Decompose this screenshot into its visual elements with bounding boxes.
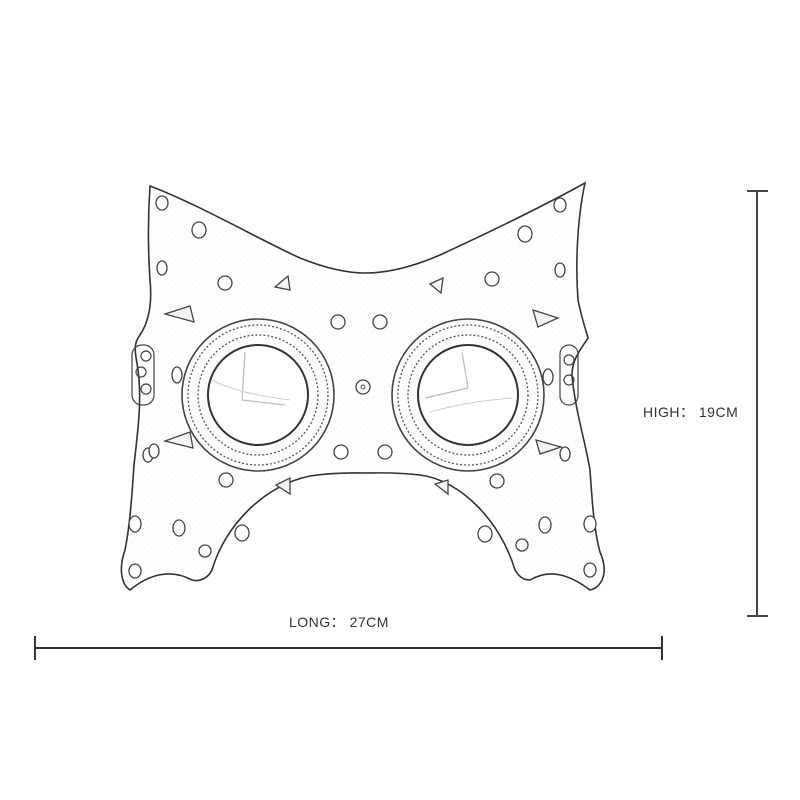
round-studs — [198, 271, 529, 558]
right-side-plate — [559, 344, 579, 406]
length-dimension-line — [34, 636, 663, 660]
eyelets — [128, 195, 597, 579]
spikes — [162, 274, 564, 496]
right-goggle — [391, 318, 545, 472]
length-dimension-label: LONG： 27CM — [289, 614, 389, 630]
left-side-plate — [131, 344, 155, 406]
height-dimension-label: HIGH： 19CM — [643, 404, 739, 420]
center-rivet — [355, 379, 371, 395]
height-dimension-line — [747, 190, 768, 617]
right-lens — [417, 344, 519, 446]
left-goggle — [181, 318, 335, 472]
